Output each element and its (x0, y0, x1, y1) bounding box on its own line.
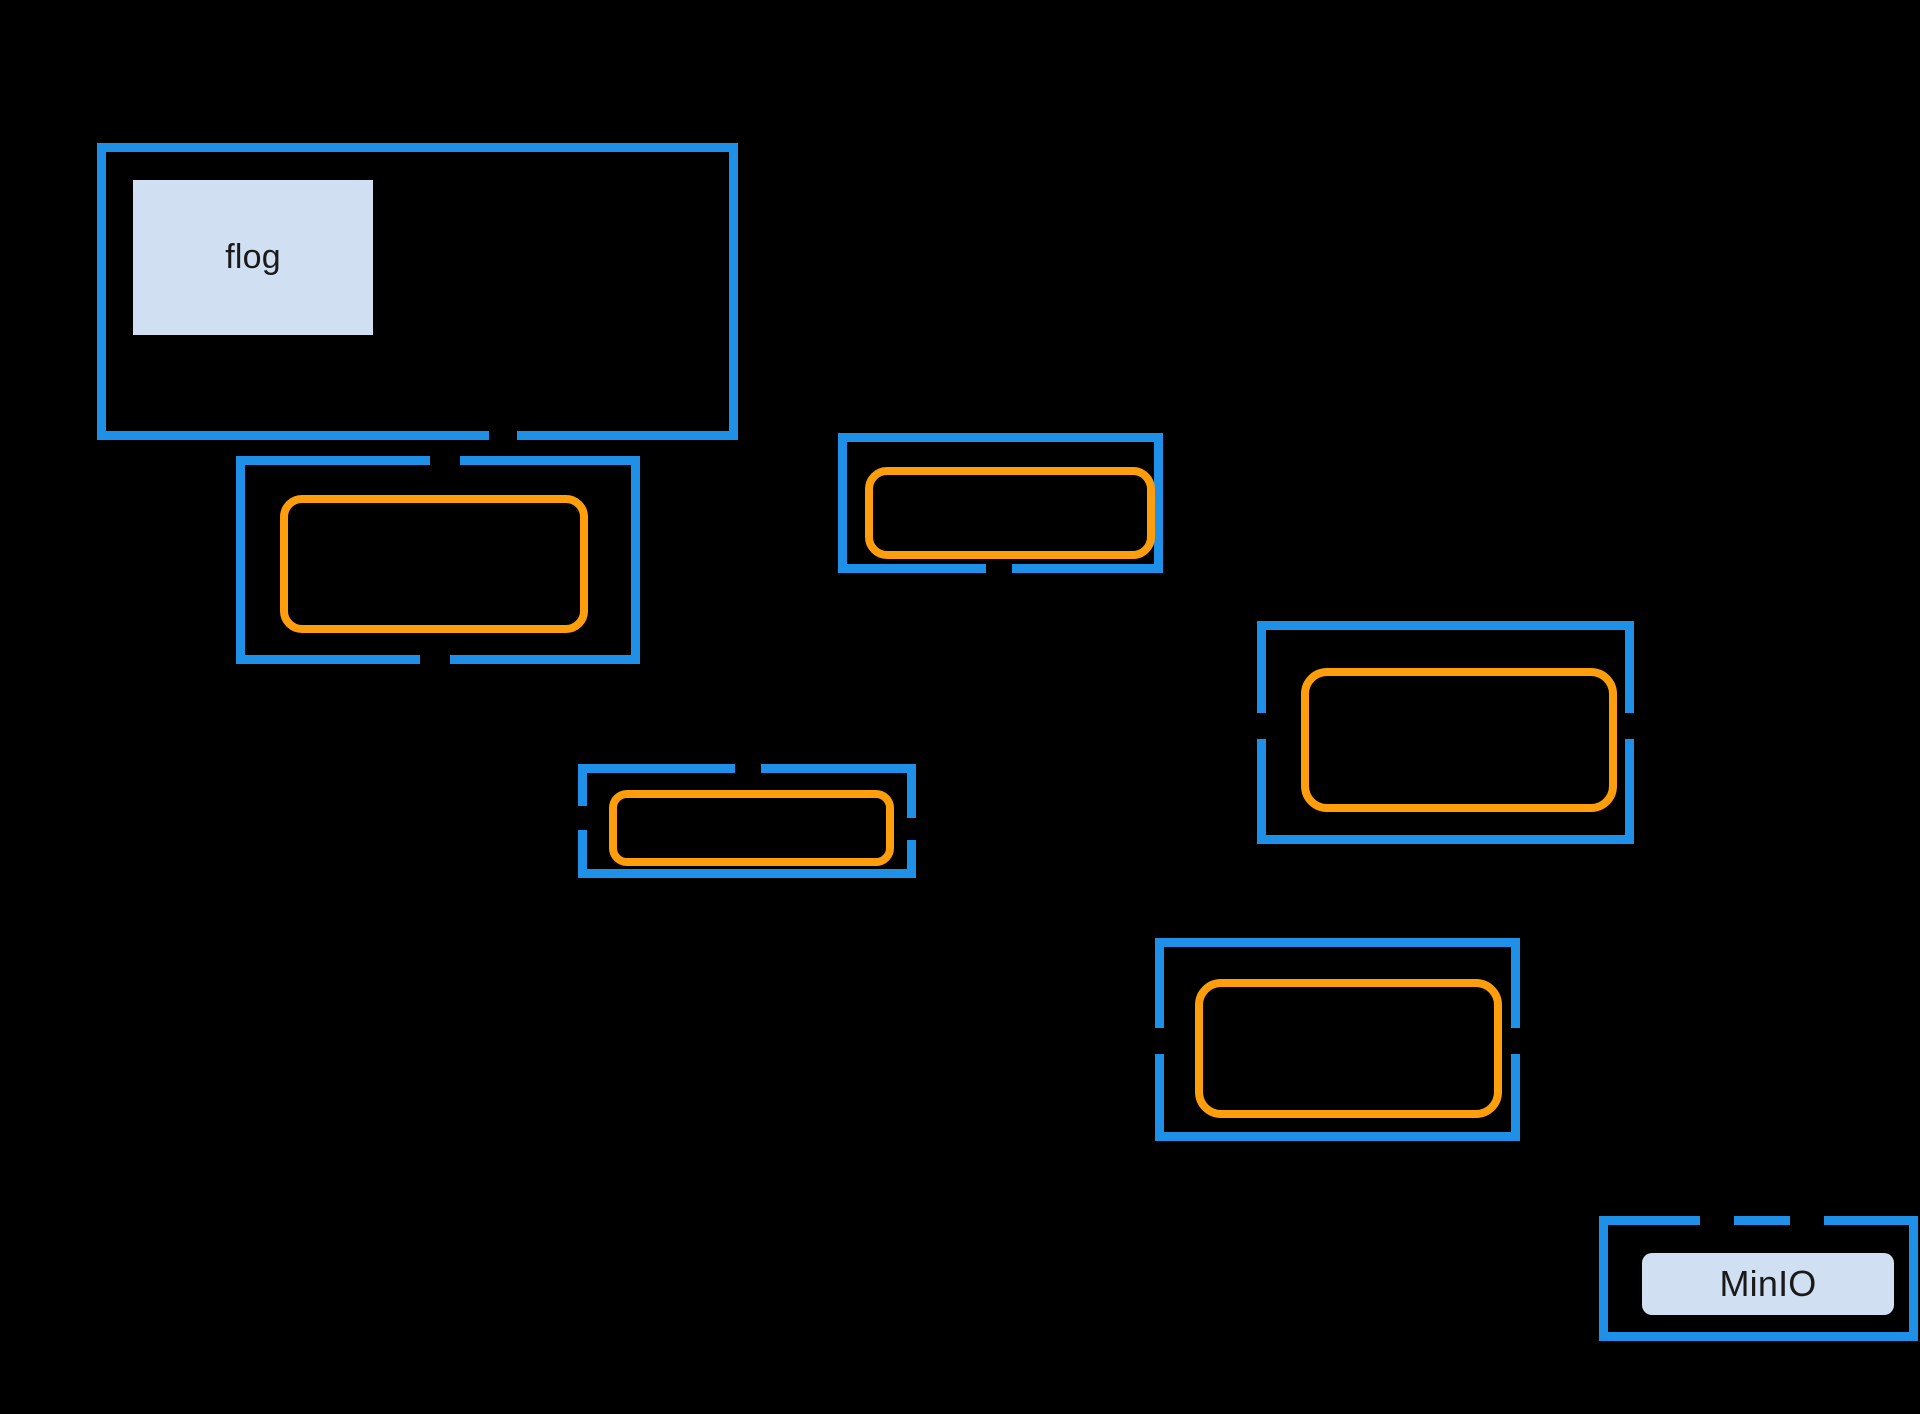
annotation-box-right-lower[interactable] (1155, 938, 1520, 1141)
annotation-box-right-lower-inner-highlight[interactable] (1195, 979, 1502, 1118)
stub-bbox5-left (1248, 713, 1270, 739)
annotation-box-right-upper[interactable] (1257, 621, 1634, 844)
stub-bbox4-right (904, 818, 928, 840)
annotation-box-center[interactable] (578, 764, 916, 878)
stub-bbox6-right (1508, 1028, 1532, 1054)
node-minio-label: MinIO (1719, 1263, 1817, 1304)
stub-bbox5-right (1622, 713, 1646, 739)
stub-bbox4-left (568, 806, 590, 830)
annotation-box-flog-group[interactable] (97, 143, 738, 440)
stub-bbox7-top-b (1790, 1208, 1824, 1228)
stub-bbox6-left (1146, 1028, 1168, 1054)
stub-bbox1-bottom (489, 425, 517, 453)
node-flog[interactable]: flog (133, 180, 373, 335)
stub-bbox4-top (735, 754, 761, 776)
stub-bbox2-top (430, 448, 460, 470)
annotation-box-center-inner-highlight[interactable] (609, 790, 894, 866)
stub-bbox3-bottom (986, 563, 1012, 585)
stub-bbox2-bottom (420, 652, 450, 674)
stub-bbox7-top-a (1700, 1208, 1734, 1228)
annotation-box-right-upper-inner-highlight[interactable] (1301, 668, 1617, 812)
annotation-box-left-upper-inner-highlight[interactable] (280, 495, 588, 633)
annotation-box-minio[interactable] (1599, 1216, 1918, 1341)
annotation-box-top-middle[interactable] (838, 433, 1163, 573)
annotation-box-left-upper[interactable] (236, 456, 640, 664)
annotation-box-top-middle-inner-highlight[interactable] (865, 467, 1155, 559)
node-flog-label: flog (225, 238, 281, 276)
node-minio[interactable]: MinIO (1642, 1253, 1894, 1315)
